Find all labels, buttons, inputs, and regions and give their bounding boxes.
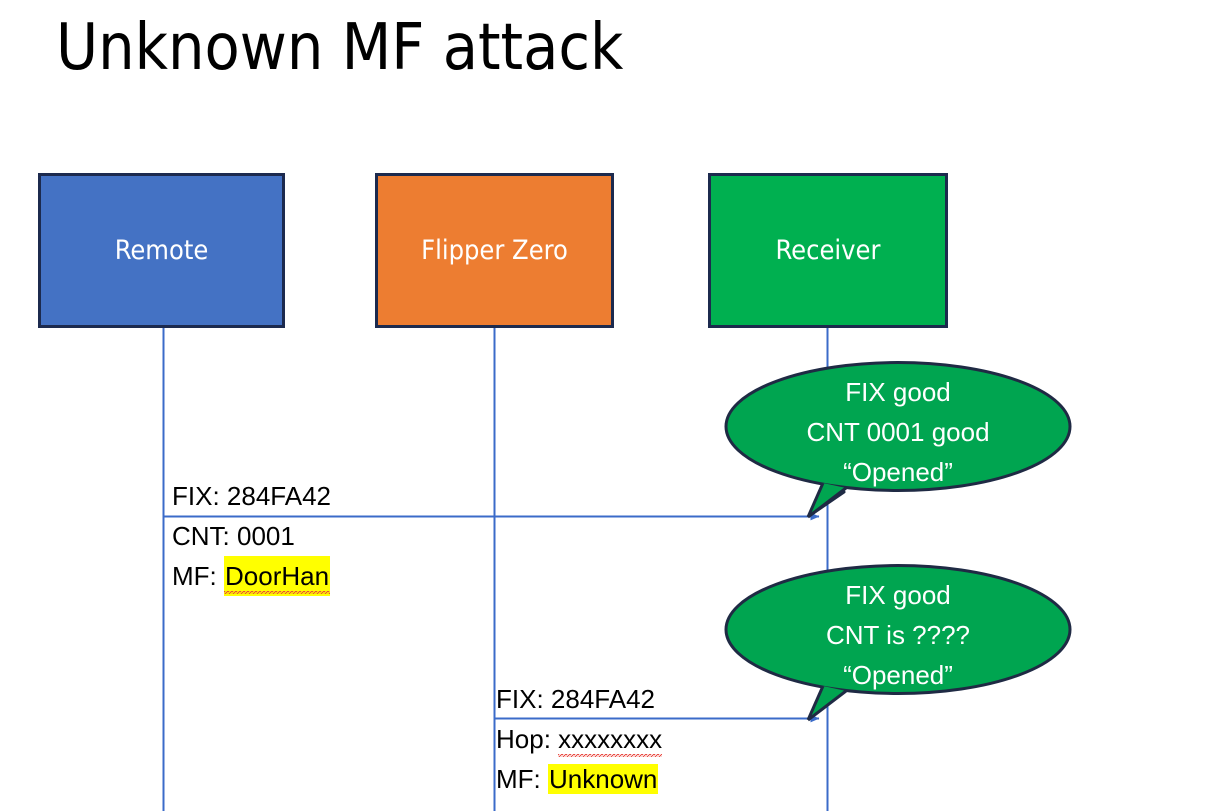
message-2-line-1-value: 284FA42 <box>550 684 655 714</box>
message-1-line-3: MF: DoorHan <box>172 556 331 596</box>
message-2-line-2: Hop: xxxxxxxx <box>496 719 663 759</box>
actor-label-remote: Remote <box>114 234 209 266</box>
message-2-line-2-value: xxxxxxxx <box>558 719 663 759</box>
message-2-line-1: FIX: 284FA42 <box>496 679 655 719</box>
actor-label-flipper: Flipper Zero <box>421 234 568 266</box>
message-1-line-2-value: 0001 <box>237 521 295 551</box>
message-1-line-2-prefix: CNT: <box>172 521 237 551</box>
page-title: Unknown MF attack <box>56 11 624 85</box>
message-2-line-1-prefix: FIX: <box>496 684 551 714</box>
message-1-line-1-value: 284FA42 <box>226 481 331 511</box>
message-2-line-3: MF: Unknown <box>496 759 662 799</box>
message-2-line-3-value: Unknown <box>548 764 659 794</box>
message-2-line-2-prefix: Hop: <box>496 724 559 754</box>
actor-box-remote[interactable]: Remote <box>38 173 285 328</box>
callout-shape-1 <box>724 361 1072 519</box>
message-1-line-2: CNT: 0001 <box>172 516 330 556</box>
message-1-line-1: FIX: 284FA42 <box>172 476 331 516</box>
message-1-line-3-value: DoorHan <box>224 556 331 596</box>
callout-first-response[interactable]: FIX good CNT 0001 good “Opened” <box>724 361 1072 519</box>
callout-shape-2 <box>724 564 1072 722</box>
actor-box-flipper[interactable]: Flipper Zero <box>375 173 614 328</box>
message-1-line-1-prefix: FIX: <box>172 481 227 511</box>
actor-label-receiver: Receiver <box>775 234 881 266</box>
message-2-line-3-prefix: MF: <box>496 764 548 794</box>
message-1-line-3-prefix: MF: <box>172 561 224 591</box>
callout-second-response[interactable]: FIX good CNT is ???? “Opened” <box>724 564 1072 722</box>
actor-box-receiver[interactable]: Receiver <box>708 173 948 328</box>
